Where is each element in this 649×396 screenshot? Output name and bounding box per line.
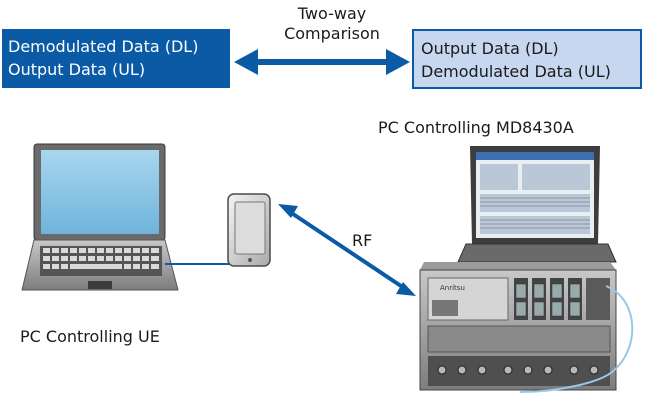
touchpad <box>88 281 112 289</box>
right-box-line-1: Output Data (DL) <box>421 39 559 58</box>
rf-label: RF <box>352 231 373 250</box>
rf-connectors <box>437 365 599 375</box>
right-box-line-2: Demodulated Data (UL) <box>421 62 611 81</box>
keyboard-keys <box>43 248 159 269</box>
pc-ue-label: PC Controlling UE <box>20 327 160 346</box>
rf-arrow <box>278 204 416 296</box>
md8430a-instrument: Anritsu <box>419 262 634 393</box>
ue-laptop <box>21 143 179 291</box>
left-box-line-2: Output Data (UL) <box>8 60 146 79</box>
comparison-line-2: Comparison <box>284 24 380 43</box>
anritsu-logo-text: Anritsu <box>440 284 465 292</box>
comparison-label: Two-way Comparison <box>272 4 392 44</box>
left-data-box: Demodulated Data (DL) Output Data (UL) <box>2 29 230 88</box>
md8430a-pc-laptop <box>457 146 617 263</box>
comparison-line-1: Two-way <box>297 4 367 23</box>
rf-cable <box>519 285 634 393</box>
laptop-screen <box>41 150 159 234</box>
right-data-box: Output Data (DL) Demodulated Data (UL) <box>412 29 642 89</box>
ue-phone <box>227 193 271 267</box>
left-box-line-1: Demodulated Data (DL) <box>8 37 199 56</box>
two-way-arrow <box>234 49 410 75</box>
pc-md8430a-label: PC Controlling MD8430A <box>378 118 574 137</box>
